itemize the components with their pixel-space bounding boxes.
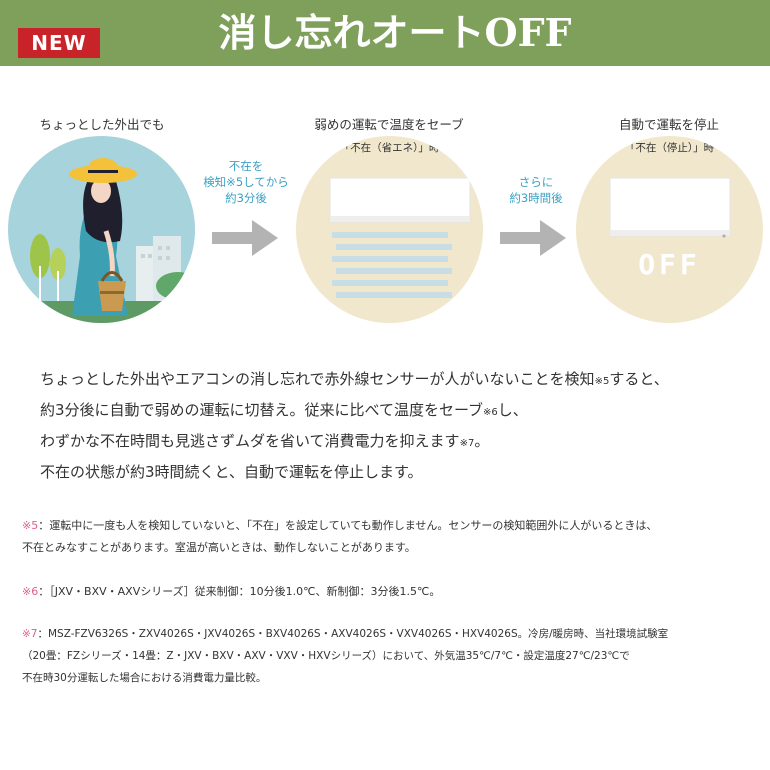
step-1-illustration <box>8 136 195 323</box>
step-3-illustration: 「不在（停止）」時 OFF <box>576 136 763 323</box>
footnote-ref: ※5 <box>594 376 610 387</box>
footnote-text: 不在時30分運転した場合における消費電力量比較。 <box>22 672 267 684</box>
air-conditioner-icon <box>609 177 731 238</box>
arrow-2-caption: さらに 約3時間後 <box>486 174 586 206</box>
right-arrow-icon <box>212 220 278 256</box>
footnote-ref: ※7 <box>459 438 475 449</box>
arrow-1-caption: 不在を 検知※5してから 約3分後 <box>196 158 296 206</box>
footnote-text: ：運転中に一度も人を検知していないと、「不在」を設定していても動作しません。セン… <box>38 519 658 532</box>
arrow-1-line3: 約3分後 <box>225 191 267 205</box>
step-3-label: 自動で運転を停止 <box>618 117 719 132</box>
new-badge: NEW <box>18 28 100 58</box>
footnote-6: ※6：［JXV・BXV・AXVシリーズ］従来制御：10分後1.0℃、新制御：3分… <box>22 581 762 603</box>
description-line-2-text: 約3分後に自動で弱めの運転に切替え。従来に比べて温度をセーブ <box>40 401 484 419</box>
footnote-ref: ※6 <box>483 407 498 418</box>
footnote-text: 不在とみなすことがあります。室温が高いときは、動作しないことがあります。 <box>22 541 416 554</box>
description-line-1-text: ちょっとした外出やエアコンの消し忘れで赤外線センサーが人がいないことを検知 <box>40 370 595 388</box>
arrow-2-line1: さらに <box>518 175 554 189</box>
footnote-mark: ※5 <box>22 519 39 532</box>
description-line-2-tail: し、 <box>497 401 528 419</box>
header-banner: NEW 消し忘れオートOFF <box>0 0 770 66</box>
step-3-sublabel: 「不在（停止）」時 <box>624 142 715 154</box>
arrow-1-line1: 不在を <box>228 159 264 173</box>
description: ちょっとした外出やエアコンの消し忘れで赤外線センサーが人がいないことを検知※5す… <box>40 365 760 486</box>
description-line-1-tail: すると、 <box>609 370 669 388</box>
arrow-1-line2: 検知※5してから <box>203 175 289 189</box>
footnote-7: ※7：MSZ-FZV6326S・ZXV4026S・JXV4026S・BXV402… <box>22 623 762 689</box>
step-2-label: 弱めの運転で温度をセーブ <box>314 117 464 132</box>
footnote-mark: ※7 <box>22 628 38 640</box>
description-line-2: 約3分後に自動で弱めの運転に切替え。従来に比べて温度をセーブ※6し、 <box>40 396 760 427</box>
page-title: 消し忘れオートOFF <box>218 10 572 55</box>
step-2-illustration: 「不在（省エネ）」時 <box>296 136 483 323</box>
step-1-label: ちょっとした外出でも <box>39 117 165 132</box>
description-line-4: 不在の状態が約3時間続くと、自動で運転を停止します。 <box>40 463 423 481</box>
right-arrow-icon <box>500 220 566 256</box>
off-label: OFF <box>638 248 701 281</box>
air-conditioner-icon <box>329 177 471 298</box>
step-2-sublabel: 「不在（省エネ）」時 <box>339 142 440 154</box>
footnote-text: ：MSZ-FZV6326S・ZXV4026S・JXV4026S・BXV4026S… <box>37 628 669 640</box>
footnote-5: ※5：運転中に一度も人を検知していないと、「不在」を設定していても動作しません。… <box>22 515 762 559</box>
footnote-mark: ※6 <box>22 585 39 598</box>
description-line-3-tail: 。 <box>474 432 490 450</box>
description-line-1: ちょっとした外出やエアコンの消し忘れで赤外線センサーが人がいないことを検知※5す… <box>40 365 760 396</box>
description-line-3: わずかな不在時間も見逃さずムダを省いて消費電力を抑えます※7。 <box>40 427 760 458</box>
arrow-2-line2: 約3時間後 <box>509 191 563 205</box>
footnote-text: （20畳：FZシリーズ・14畳：Z・JXV・BXV・AXV・VXV・HXVシリー… <box>22 650 630 662</box>
woman-in-hat-icon <box>8 158 195 323</box>
footnote-text: ：［JXV・BXV・AXVシリーズ］従来制御：10分後1.0℃、新制御：3分後1… <box>38 585 441 598</box>
description-line-3-text: わずかな不在時間も見逃さずムダを省いて消費電力を抑えます <box>40 432 460 450</box>
